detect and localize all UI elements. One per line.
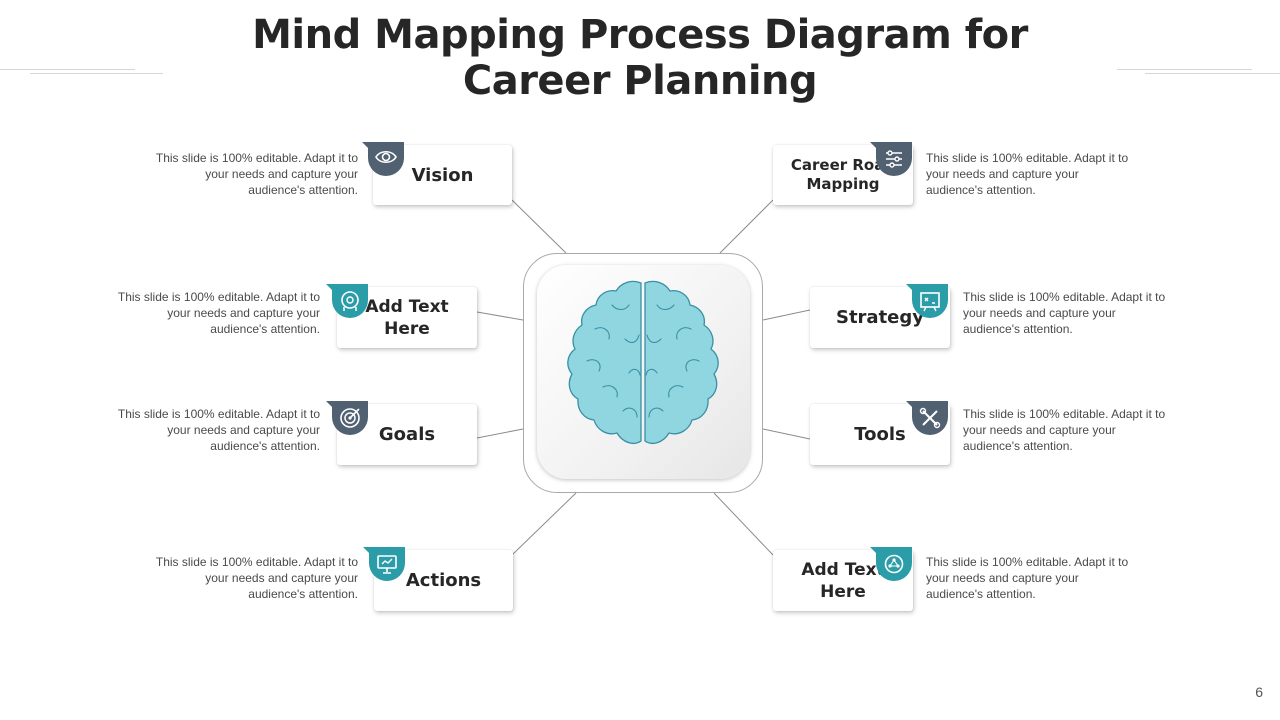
connector-add-text-left: [476, 311, 524, 321]
title-line-2: Career Planning: [462, 58, 818, 104]
node-label-actions: Actions: [405, 570, 482, 591]
strategy-board-icon: [912, 284, 948, 318]
connector-strategy: [762, 309, 811, 321]
node-label-tools: Tools: [854, 424, 906, 445]
node-label-vision: Vision: [411, 164, 474, 186]
connector-tools: [762, 428, 811, 440]
description-strategy: This slide is 100% editable. Adapt it to…: [963, 290, 1166, 336]
eye-icon: [368, 142, 404, 176]
node-label-add-text-left: Add Text Here: [365, 296, 449, 339]
presentation-icon: [369, 547, 405, 581]
description-goals: This slide is 100% editable. Adapt it to…: [117, 407, 320, 453]
node-label-add-text-right: Add Text Here: [801, 559, 885, 602]
brain-head-icon: [332, 284, 368, 318]
description-vision: This slide is 100% editable. Adapt it to…: [155, 151, 358, 197]
description-career-road-mapping: This slide is 100% editable. Adapt it to…: [926, 151, 1129, 197]
wrench-screwdriver-icon: [912, 401, 948, 435]
description-actions: This slide is 100% editable. Adapt it to…: [155, 555, 358, 601]
divider-left-bottom: [30, 73, 163, 74]
brain-network-icon: [876, 547, 912, 581]
title-line-1: Mind Mapping Process Diagram for: [252, 12, 1028, 58]
connector-goals: [476, 428, 524, 439]
connector-career-road-mapping: [719, 199, 774, 254]
divider-left-top: [0, 69, 135, 70]
description-tools: This slide is 100% editable. Adapt it to…: [963, 407, 1166, 453]
target-icon: [332, 401, 368, 435]
node-label-strategy: Strategy: [835, 307, 925, 328]
divider-right-top: [1117, 69, 1252, 70]
description-add-text-left: This slide is 100% editable. Adapt it to…: [117, 290, 320, 336]
divider-right-bottom: [1145, 73, 1280, 74]
node-label-career-road-mapping: Career Road Mapping: [790, 156, 896, 193]
connector-actions: [511, 492, 577, 556]
page-number: 6: [1255, 684, 1263, 700]
connector-add-text-right: [713, 492, 774, 556]
description-add-text-right: This slide is 100% editable. Adapt it to…: [926, 555, 1129, 601]
page-title: Mind Mapping Process Diagram for Career …: [0, 12, 1280, 104]
connector-vision: [511, 199, 567, 254]
roadmap-icon: [876, 142, 912, 176]
node-label-goals: Goals: [378, 424, 436, 445]
brain-icon: [567, 280, 719, 444]
